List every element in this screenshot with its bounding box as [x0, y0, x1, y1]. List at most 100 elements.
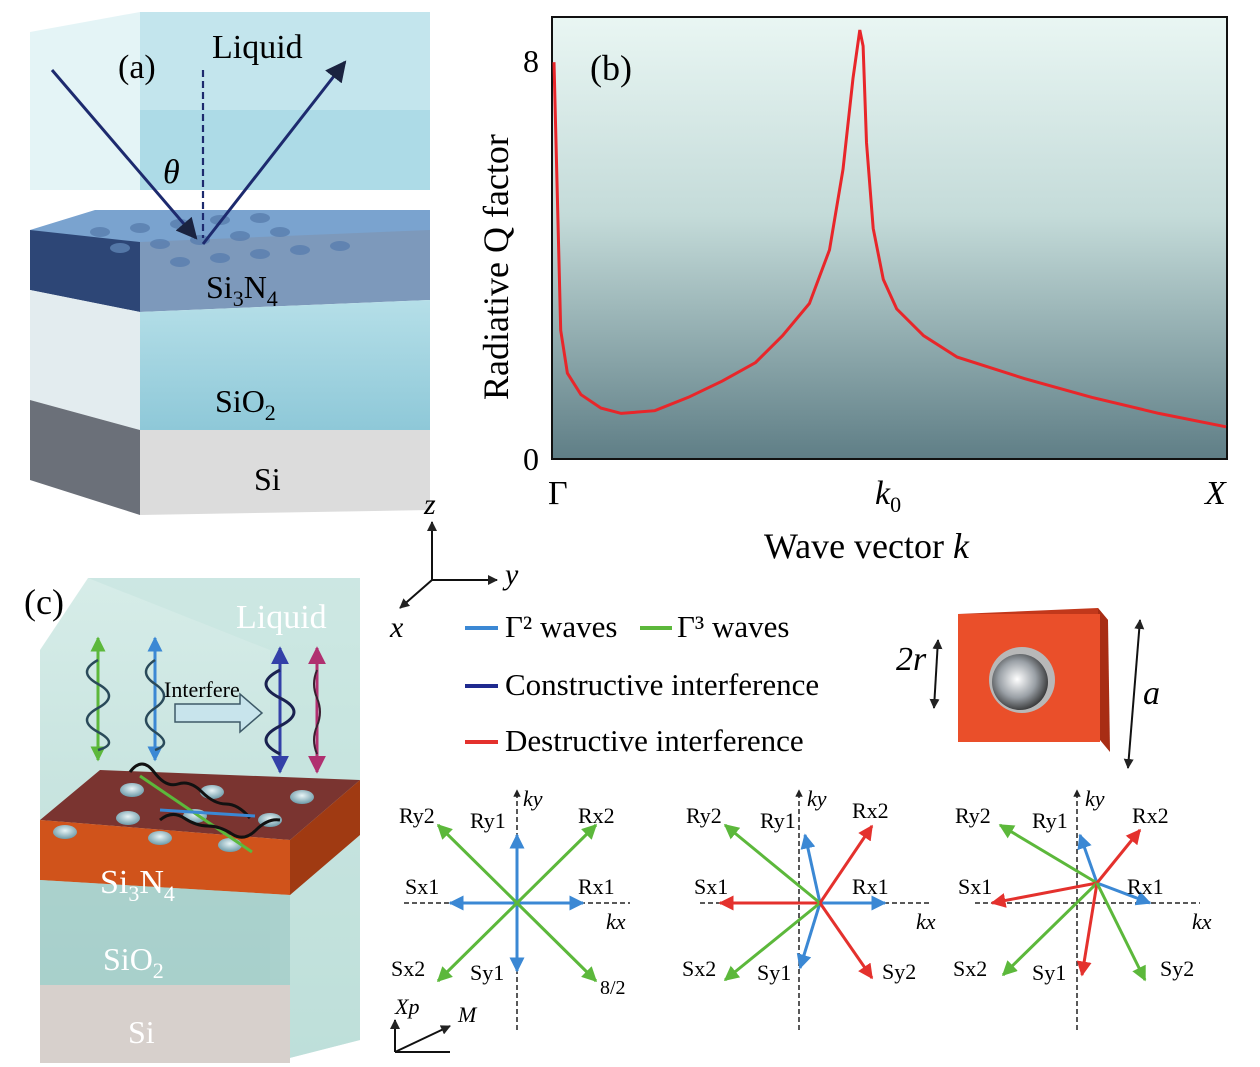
reflected-ray	[201, 60, 347, 245]
x-axis-label-coord: x	[389, 611, 404, 644]
interfere-label: Interfere	[164, 677, 240, 702]
panel-a-label: (a)	[118, 49, 156, 86]
arrow-sy2-1	[515, 901, 598, 983]
si-side	[30, 400, 140, 515]
xp-label: Xp	[394, 994, 419, 1019]
slab-holes-c	[53, 783, 314, 852]
plot-area	[551, 16, 1228, 460]
arrow-ry2-3	[998, 823, 1098, 885]
arrow-rx2-1	[515, 823, 598, 905]
blue-wave-osc	[144, 658, 166, 752]
rx2-label-1: Rx2	[578, 803, 615, 828]
si3n4-side-c	[290, 780, 360, 895]
arrow-sx2-3	[1001, 881, 1099, 977]
unit-cell-side	[1098, 608, 1110, 752]
unit-cell: 2r a	[896, 608, 1160, 769]
unit-cell-a-label: a	[1143, 675, 1160, 712]
sx1-label-3: Sx1	[958, 874, 992, 899]
x-tick-k0: k0	[875, 475, 901, 517]
liquid-label: Liquid	[212, 29, 303, 66]
legend-gamma2: Γ² waves	[505, 609, 617, 644]
sx2-label-3: Sx2	[953, 956, 987, 981]
arrow-rx1-3	[1096, 881, 1152, 906]
panel-c: Interfere (c) Liquid Si3N4 SiO2 Si	[24, 578, 360, 1063]
ky-label-1: ky	[523, 786, 543, 811]
slab-wave-green	[139, 774, 253, 854]
kx-label-1: kx	[606, 909, 626, 934]
arrow-ry1-3	[1077, 833, 1099, 884]
arrow-sy2-2	[818, 902, 874, 980]
sx2-label-1: Sx2	[391, 956, 425, 981]
x-tick-x: X	[1203, 475, 1227, 512]
kspace-diagram-1: ky kx Ry2 Ry1 Rx2 Sx1 Rx1 Sx2 Sy1 8/2	[391, 786, 630, 1030]
y-tick-top: 8	[523, 43, 539, 79]
arrow-sx2-2	[723, 901, 821, 982]
ry1-label-1: Ry1	[470, 808, 506, 833]
sy1-label-1: Sy1	[470, 960, 504, 985]
slab-wave-black-1	[128, 762, 252, 819]
panel-b: (b) 8 0 Radiative Q factor Γ k0 X Wave v…	[476, 16, 1228, 566]
rx2-label-3: Rx2	[1132, 803, 1169, 828]
sy2-label-2: Sy2	[882, 959, 916, 984]
y-tick-bottom: 0	[523, 441, 539, 477]
slab-wave-blue	[159, 808, 256, 818]
kspace-diagram-3: ky kx Ry2 Ry1 Rx2 Sx1 Rx1 Sx2 Sy1 Sy2	[953, 786, 1212, 1030]
y-axis-label-coord: y	[502, 558, 519, 591]
arrow-rx2-2	[818, 824, 874, 904]
si3n4-label: Si3N4	[206, 269, 278, 311]
ky-label-3: ky	[1085, 786, 1105, 811]
ry2-label-1: Ry2	[399, 803, 435, 828]
kspace-diagram-2: ky kx Ry2 Ry1 Rx2 Sx1 Rx1 Sx2 Sy1 Sy2	[682, 786, 936, 1030]
arrow-ry2-1	[436, 823, 519, 905]
y-axis-label: Radiative Q factor	[476, 134, 516, 400]
x-tick-gamma: Γ	[548, 475, 568, 512]
liquid-front-face	[140, 12, 430, 190]
liquid-label-c: Liquid	[236, 599, 327, 636]
kspace-diagrams: ky kx Ry2 Ry1 Rx2 Sx1 Rx1 Sx2 Sy1 8/2 ky…	[390, 786, 1212, 1053]
sy2-label-3: Sy2	[1160, 956, 1194, 981]
ky-label-2: ky	[807, 786, 827, 811]
unit-cell-r-label: 2r	[896, 641, 927, 678]
sio2-label-c: SiO2	[103, 941, 164, 983]
rx1-label-2: Rx1	[852, 874, 889, 899]
unit-cell-hole	[992, 654, 1048, 710]
arrow-sx2-1	[436, 901, 519, 983]
legend-destructive: Destructive interference	[505, 723, 804, 758]
ry2-label-2: Ry2	[686, 803, 722, 828]
z-axis-label: z	[423, 488, 436, 521]
rx1-label-3: Rx1	[1127, 874, 1164, 899]
r-dimension	[929, 639, 943, 709]
coordinate-axes	[399, 521, 498, 609]
x-axis	[399, 579, 433, 609]
liquid-box-c-right	[88, 578, 360, 1063]
sx1-label-2: Sx1	[694, 874, 728, 899]
theta-label: θ	[163, 154, 180, 191]
x-axis-label: Wave vector k	[764, 526, 970, 566]
legend: Γ² waves Γ³ waves Constructive interfere…	[465, 609, 819, 758]
destructive-osc	[313, 669, 321, 755]
panel-c-label: (c)	[24, 582, 64, 622]
arrow-sx1-3	[990, 881, 1098, 908]
xp-m-axes: Xp M	[390, 994, 478, 1053]
si3n4-label-c: Si3N4	[100, 864, 175, 906]
sio2-label: SiO2	[215, 383, 276, 425]
rx2-label-2: Rx2	[852, 798, 889, 823]
slab-wave-black-2	[159, 813, 281, 839]
legend-gamma3: Γ³ waves	[677, 609, 789, 644]
green-wave-osc	[85, 658, 111, 752]
sx2-label-2: Sx2	[682, 956, 716, 981]
constructive-osc	[264, 668, 296, 756]
ry1-label-2: Ry1	[760, 808, 796, 833]
si-region-c	[40, 985, 290, 1063]
incident-ray	[50, 69, 198, 240]
panel-b-label: (b)	[590, 48, 632, 88]
si3n4-slab-front	[140, 230, 430, 312]
ry1-label-3: Ry1	[1032, 808, 1068, 833]
m-label: M	[457, 1002, 478, 1027]
arrow-rx2-3	[1095, 828, 1142, 884]
sx1-label-1: Sx1	[405, 874, 439, 899]
sy1-label-3: Sy1	[1032, 960, 1066, 985]
kx-label-3: kx	[1192, 909, 1212, 934]
kx-label-2: kx	[916, 909, 936, 934]
